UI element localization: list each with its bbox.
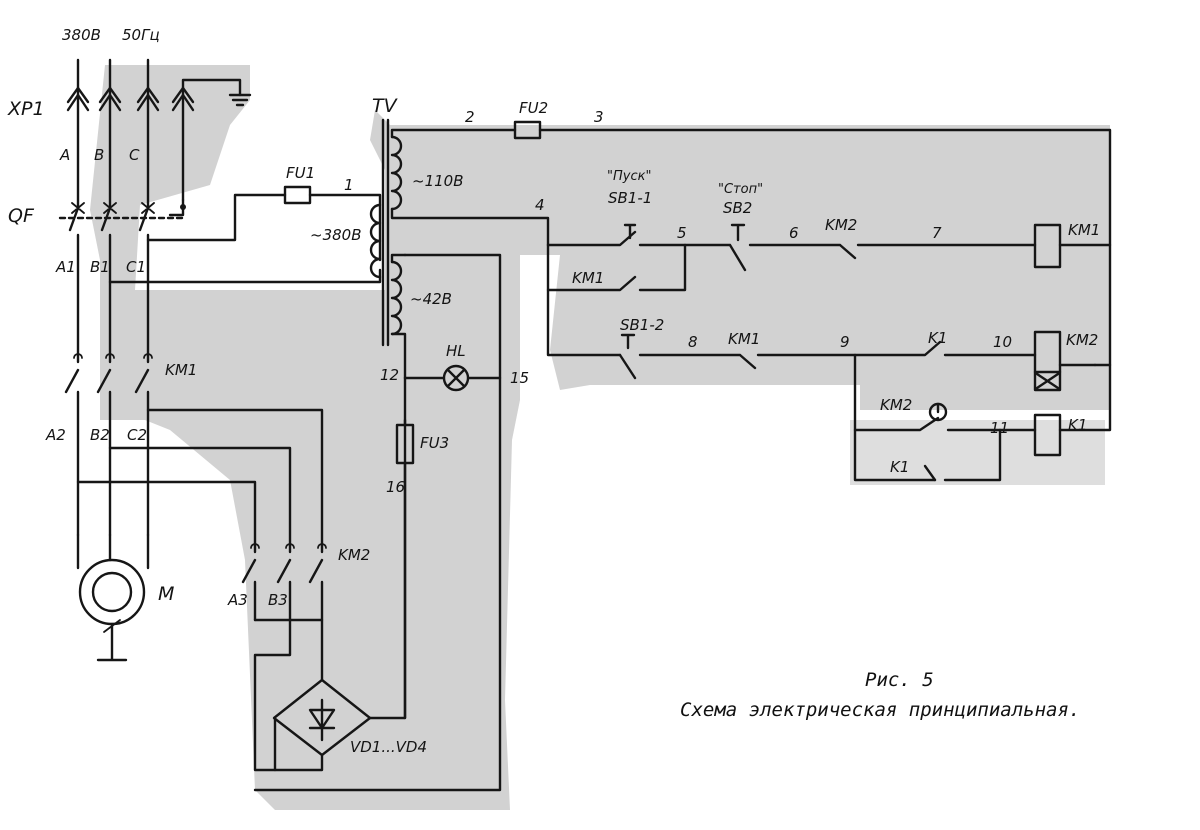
primary-voltage-label: ~380В <box>310 226 362 244</box>
k1-timed-label: K1 <box>890 458 909 476</box>
km1-interlock-label: KM1 <box>728 330 760 348</box>
coil-km2-delay-icon <box>1033 370 1062 390</box>
rectifier-bridge <box>253 253 502 792</box>
coil-km1-label: KM1 <box>1068 221 1100 239</box>
km2-power-contacts <box>241 543 327 772</box>
lamp-label: HL <box>446 342 466 360</box>
secondary-110-label: ~110В <box>412 172 464 190</box>
control-rung-km1 <box>546 223 1112 357</box>
rectifier-label: VD1...VD4 <box>350 738 427 756</box>
fu3-label: FU3 <box>420 434 449 452</box>
shaded-region <box>90 65 1110 810</box>
fuse-fu1 <box>283 185 312 205</box>
sb1-2-label: SB1-2 <box>620 316 664 334</box>
node-1: 1 <box>344 176 354 194</box>
ground-icon-supply <box>228 93 252 107</box>
stop-button-name: "Стоп" <box>718 182 763 197</box>
node-9: 9 <box>840 333 850 351</box>
km2-aux-label: KM2 <box>880 396 912 414</box>
node-3: 3 <box>594 108 604 126</box>
transformer-label: TV <box>372 95 399 117</box>
km1-power-contacts <box>64 353 153 537</box>
node-5: 5 <box>677 224 687 242</box>
terminal-a1: A1 <box>55 258 76 276</box>
terminal-b2: B2 <box>90 426 110 444</box>
fu2-label: FU2 <box>519 99 548 117</box>
node-16: 16 <box>386 478 405 496</box>
primary-feed-wires <box>108 193 382 284</box>
node-6: 6 <box>789 224 799 242</box>
coil-km2 <box>1033 330 1062 392</box>
connector-xp1 <box>66 58 252 210</box>
motor-label: M <box>158 583 174 605</box>
node-8: 8 <box>688 333 698 351</box>
motor-m <box>76 533 150 662</box>
supply-voltage-label: 380В <box>62 26 101 44</box>
node-12: 12 <box>380 366 399 384</box>
phase-c-label: C <box>129 146 140 164</box>
sb2-label: SB2 <box>723 199 752 217</box>
phase-b-label: B <box>94 146 104 164</box>
start-button-name: "Пуск" <box>607 169 651 184</box>
lamp-cross-icon <box>446 368 466 388</box>
terminal-c2: C2 <box>127 426 147 444</box>
coil-k1-label: K1 <box>1068 416 1087 434</box>
terminal-a3: A3 <box>227 591 248 609</box>
terminal-b3: B3 <box>268 591 288 609</box>
shaded-region-k1 <box>850 420 1105 485</box>
km2-feed-wires <box>76 408 324 547</box>
km2-power-label: KM2 <box>338 546 370 564</box>
node-10: 10 <box>993 333 1012 351</box>
node-15: 15 <box>510 369 529 387</box>
km1-hold-label: KM1 <box>572 269 604 287</box>
control-rung-k1 <box>853 363 1112 482</box>
coil-km1 <box>1033 223 1062 269</box>
secondary-42-label: ~42В <box>410 290 452 308</box>
transformer-tv <box>369 118 1112 380</box>
xp1-label: XP1 <box>7 98 45 120</box>
node-11: 11 <box>990 419 1009 437</box>
node-2: 2 <box>465 108 475 126</box>
k1-contact-label: K1 <box>928 329 947 347</box>
fuse-fu2 <box>513 120 542 140</box>
km2-interlock-label: KM2 <box>825 216 857 234</box>
node-7: 7 <box>932 224 942 242</box>
phase-a-label: A <box>59 146 70 164</box>
figure-number: Рис. 5 <box>865 669 934 691</box>
figure-title: Схема электрическая принципиальная. <box>680 699 1080 721</box>
lamp-hl <box>403 364 502 392</box>
sb1-1-label: SB1-1 <box>608 189 652 207</box>
node-4: 4 <box>535 196 545 214</box>
coil-k1 <box>1033 413 1062 457</box>
control-rung-km2 <box>618 333 1097 482</box>
fu1-label: FU1 <box>286 164 315 182</box>
coil-km2-label: KM2 <box>1066 331 1098 349</box>
terminal-c1: C1 <box>126 258 146 276</box>
breaker-qf <box>58 198 187 357</box>
terminal-b1: B1 <box>90 258 110 276</box>
terminal-a2: A2 <box>45 426 66 444</box>
qf-label: QF <box>8 205 35 227</box>
supply-frequency-label: 50Гц <box>122 26 160 44</box>
km1-power-label: KM1 <box>165 361 197 379</box>
